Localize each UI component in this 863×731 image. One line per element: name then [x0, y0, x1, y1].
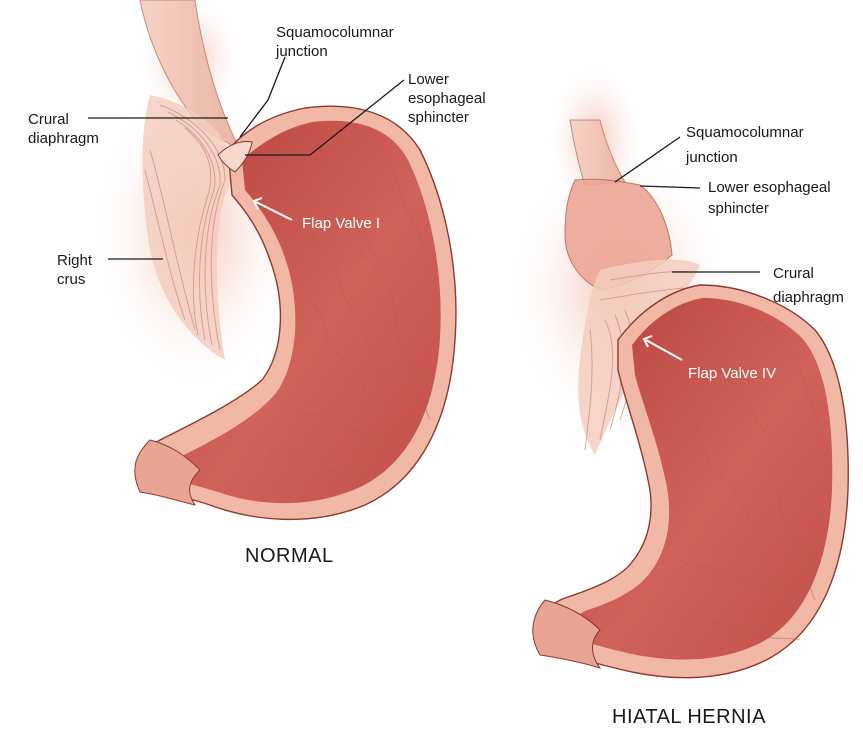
label-junction-normal: junction: [275, 43, 328, 60]
title-normal: NORMAL: [245, 545, 334, 567]
label-right-normal: Right: [57, 252, 93, 269]
stomach-interior: [172, 120, 441, 504]
label-crural-normal: Crural: [28, 111, 69, 128]
label-flap-valve-hernia: Flap Valve IV: [688, 365, 776, 382]
label-diaphragm-hernia: diaphragm: [773, 289, 844, 306]
hernia-pylorus: [532, 599, 602, 669]
label-lower-normal: Lower: [408, 71, 449, 88]
pylorus: [134, 439, 201, 506]
label-sphincter-hernia: sphincter: [708, 200, 769, 217]
hernia-stomach-interior: [570, 298, 833, 660]
hernia-diagram: Squamocolumnar junction Lower esophageal…: [505, 60, 849, 728]
label-diaphragm-normal: diaphragm: [28, 130, 99, 147]
label-squamocolumnar-hernia: Squamocolumnar: [686, 124, 804, 141]
label-crural-hernia: Crural: [773, 265, 814, 282]
label-crus-normal: crus: [57, 271, 85, 288]
label-squamocolumnar-normal: Squamocolumnar: [276, 24, 394, 41]
lower-esophageal-sphincter: [217, 141, 253, 173]
normal-diagram: Squamocolumnar junction Lower esophageal…: [28, 0, 486, 567]
label-les-hernia: Lower esophageal: [708, 179, 831, 196]
title-hernia: HIATAL HERNIA: [612, 706, 766, 728]
label-flap-valve-normal: Flap Valve I: [302, 215, 380, 232]
label-sphincter-normal: sphincter: [408, 109, 469, 126]
label-esophageal-normal: esophageal: [408, 90, 486, 107]
label-junction-hernia: junction: [685, 149, 738, 166]
